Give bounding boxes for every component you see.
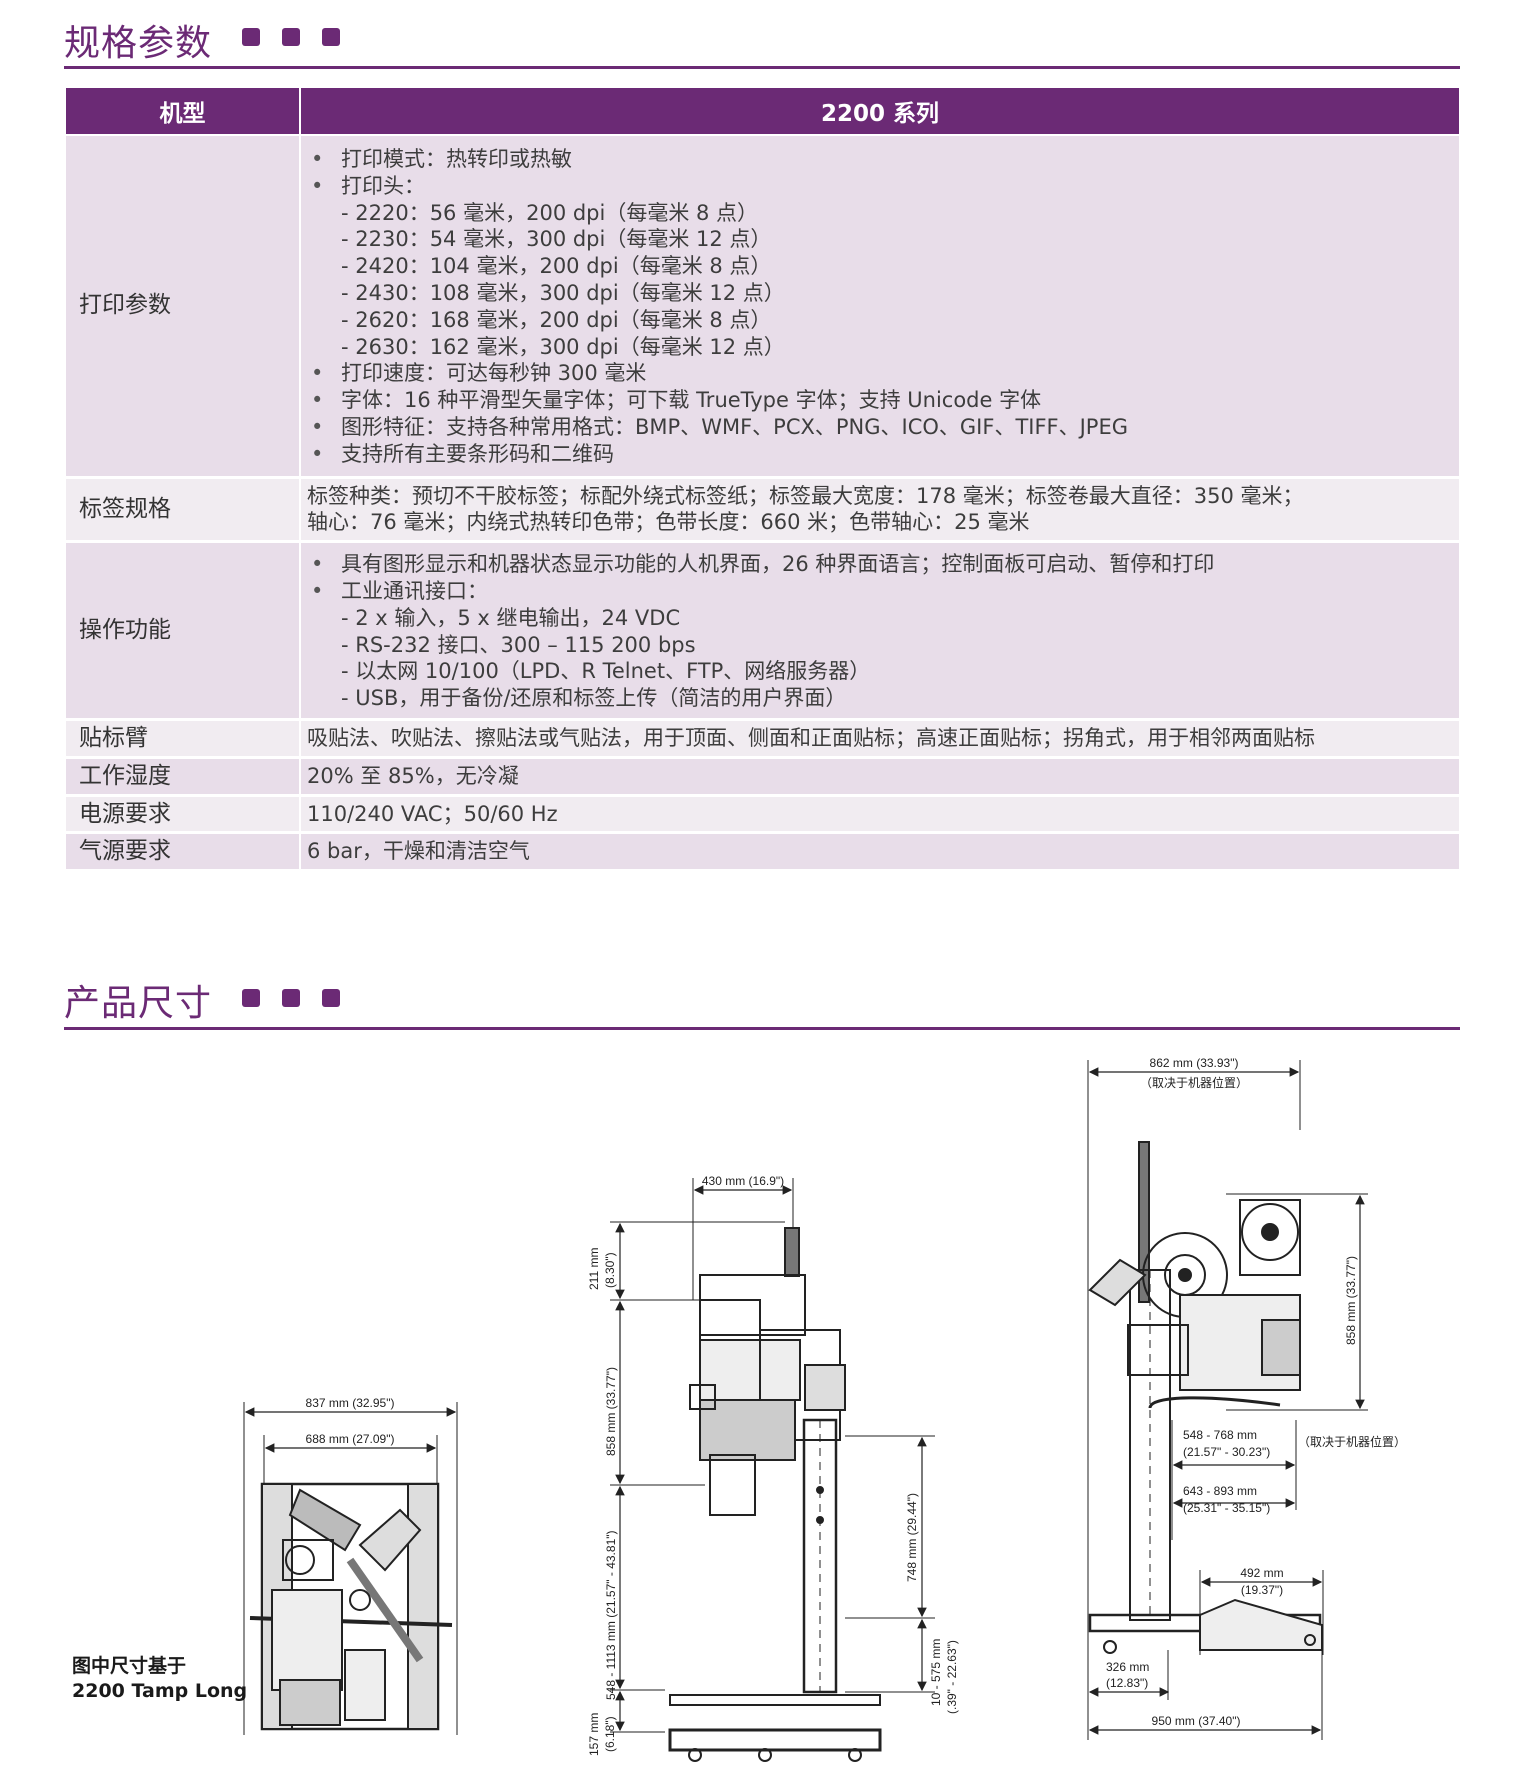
sub-line: - 2620：168 毫米，200 dpi（每毫米 8 点） — [341, 307, 772, 332]
dim-label-column-range: 548 - 1113 mm (21.57" - 43.81") — [604, 1531, 618, 1701]
header-series: 2200 系列 — [300, 88, 1459, 136]
bullet-line: 打印头： — [307, 173, 1453, 200]
row-value: 吸贴法、吹贴法、擦贴法或气贴法，用于顶面、侧面和正面贴标；高速正面贴标；拐角式，… — [300, 719, 1459, 759]
row-label: 气源要求 — [66, 832, 301, 873]
sub-line: - 2420：104 毫米，200 dpi（每毫米 8 点） — [341, 254, 772, 279]
dim-label-overall-width: 862 mm (33.93") — [1150, 1056, 1239, 1070]
bullet-line: 工业通讯接口： — [307, 578, 1453, 605]
row-value: 打印模式：热转印或热敏 打印头： - 2220：56 毫米，200 dpi（每毫… — [300, 135, 1459, 479]
dim-label-base-width: 950 mm (37.40") — [1152, 1714, 1241, 1728]
dim-label-base-in: (6.18") — [603, 1716, 617, 1752]
sub-line: - 2220：56 毫米，200 dpi（每毫米 8 点） — [341, 200, 759, 225]
table-row-power: 电源要求 110/240 VAC；50/60 Hz — [66, 795, 1459, 835]
sub-line: - 2430：108 毫米，300 dpi（每毫米 12 点） — [341, 280, 785, 305]
bullet-line: 图形特征：支持各种常用格式：BMP、WMF、PCX、PNG、ICO、GIF、TI… — [307, 414, 1453, 441]
dim-label-foot-mm: 492 mm — [1240, 1566, 1283, 1580]
section-divider — [64, 66, 1460, 69]
dim-label-head-width: 430 mm (16.9") — [702, 1174, 784, 1188]
row-value: 20% 至 85%，无冷凝 — [300, 757, 1459, 797]
dim-label-top-in: (8.30") — [603, 1252, 617, 1288]
dim-label-adj-mm: 10 - 575 mm — [929, 1639, 943, 1706]
drawing-caption: 图中尺寸基于 2200 Tamp Long — [72, 1654, 247, 1704]
dim-label-base-mm: 157 mm — [587, 1713, 601, 1756]
dim-label-arm-mm: 548 - 768 mm — [1183, 1428, 1257, 1442]
dim-label-reach-in: (25.31" - 35.15") — [1183, 1501, 1270, 1515]
caption-line: 图中尺寸基于 — [72, 1655, 187, 1677]
table-header-row: 机型 2200 系列 — [66, 88, 1459, 136]
dim-label-back-mm: 326 mm — [1106, 1660, 1149, 1674]
dim-label-side-height: 858 mm (33.77") — [1344, 1256, 1358, 1345]
table-row-humidity: 工作湿度 20% 至 85%，无冷凝 — [66, 757, 1459, 797]
sub-line: - RS-232 接口、300 – 115 200 bps — [341, 632, 696, 657]
bullet-line: 打印模式：热转印或热敏 — [307, 146, 1453, 173]
dim-label-top-mm: 211 mm — [587, 1248, 601, 1290]
dim-label-back-in: (12.83") — [1106, 1676, 1148, 1690]
sub-line: - 2 x 输入，5 x 继电输出，24 VDC — [341, 605, 681, 630]
row-value: 6 bar，干燥和清洁空气 — [300, 832, 1459, 873]
row-label: 贴标臂 — [66, 719, 301, 759]
row-label: 标签规格 — [66, 477, 301, 544]
title-square-icon — [282, 989, 300, 1007]
text-line: 轴心：76 毫米；内绕式热转印色带；色带长度：660 米；色带轴心：25 毫米 — [307, 510, 1030, 535]
table-row-print: 打印参数 打印模式：热转印或热敏 打印头： - 2220：56 毫米，200 d… — [66, 135, 1459, 479]
dim-label-adj-in: (.39" - 22.63") — [945, 1640, 959, 1714]
section-divider — [64, 1027, 1460, 1030]
table-row-label: 标签规格 标签种类：预切不干胶标签；标配外绕式标签纸；标签最大宽度：178 毫米… — [66, 477, 1459, 544]
row-value: 标签种类：预切不干胶标签；标配外绕式标签纸；标签最大宽度：178 毫米；标签卷最… — [300, 477, 1459, 544]
dimension-drawings: 837 mm (32.95") 688 mm (27.09") — [243, 1056, 1406, 1762]
table-row-air: 气源要求 6 bar，干燥和清洁空气 — [66, 832, 1459, 873]
dim-note-position: （取决于机器位置） — [1140, 1075, 1248, 1090]
dim-label-inner-width: 688 mm (27.09") — [306, 1432, 395, 1446]
sub-line: - 2630：162 毫米，300 dpi（每毫米 12 点） — [341, 334, 785, 359]
row-label: 电源要求 — [66, 795, 301, 835]
caption-line: 2200 Tamp Long — [72, 1680, 248, 1702]
sub-line: - 2230：54 毫米，300 dpi（每毫米 12 点） — [341, 227, 772, 252]
table-row-arm: 贴标臂 吸贴法、吹贴法、擦贴法或气贴法，用于顶面、侧面和正面贴标；高速正面贴标；… — [66, 719, 1459, 759]
side-view-drawing — [1087, 1060, 1368, 1740]
table-row-operation: 操作功能 具有图形显示和机器状态显示功能的人机界面，26 种界面语言；控制面板可… — [66, 541, 1459, 721]
dim-note-arm-position: （取决于机器位置） — [1298, 1434, 1406, 1449]
front-view-drawing — [610, 1178, 935, 1762]
title-square-icon — [242, 28, 260, 46]
sub-line: - 以太网 10/100（LPD、R Telnet、FTP、网络服务器） — [341, 659, 871, 684]
dim-label-arm-in: (21.57" - 30.23") — [1183, 1445, 1270, 1459]
row-value: 具有图形显示和机器状态显示功能的人机界面，26 种界面语言；控制面板可启动、暂停… — [300, 541, 1459, 721]
dim-label-lift: 748 mm (29.44") — [905, 1493, 919, 1582]
section-title-specs: 规格参数 — [64, 23, 213, 64]
section-title-dimensions: 产品尺寸 — [64, 983, 213, 1024]
sub-line: - USB，用于备份/还原和标签上传（简洁的用户界面） — [341, 686, 847, 711]
bullet-line: 字体：16 种平滑型矢量字体；可下载 TrueType 字体；支持 Unicod… — [307, 387, 1453, 414]
bullet-line: 具有图形显示和机器状态显示功能的人机界面，26 种界面语言；控制面板可启动、暂停… — [307, 551, 1453, 578]
title-square-icon — [322, 989, 340, 1007]
row-label: 操作功能 — [66, 541, 301, 721]
row-label: 工作湿度 — [66, 757, 301, 797]
spec-table: 机型 2200 系列 打印参数 打印模式：热转印或热敏 打印头： - 2220：… — [66, 88, 1459, 873]
dim-label-height: 858 mm (33.77") — [604, 1367, 618, 1456]
dim-label-reach-mm: 643 - 893 mm — [1183, 1484, 1257, 1498]
bullet-line: 打印速度：可达每秒钟 300 毫米 — [307, 360, 1453, 387]
title-square-icon — [322, 28, 340, 46]
top-view-drawing — [243, 1402, 458, 1735]
row-value: 110/240 VAC；50/60 Hz — [300, 795, 1459, 835]
dim-label-foot-in: (19.37") — [1241, 1583, 1283, 1597]
header-model: 机型 — [66, 88, 301, 136]
bullet-line: 支持所有主要条形码和二维码 — [307, 441, 1453, 468]
text-line: 标签种类：预切不干胶标签；标配外绕式标签纸；标签最大宽度：178 毫米；标签卷最… — [307, 483, 1304, 508]
dim-label-outer-width: 837 mm (32.95") — [306, 1396, 395, 1410]
title-square-icon — [282, 28, 300, 46]
title-square-icon — [242, 989, 260, 1007]
row-label: 打印参数 — [66, 135, 301, 479]
